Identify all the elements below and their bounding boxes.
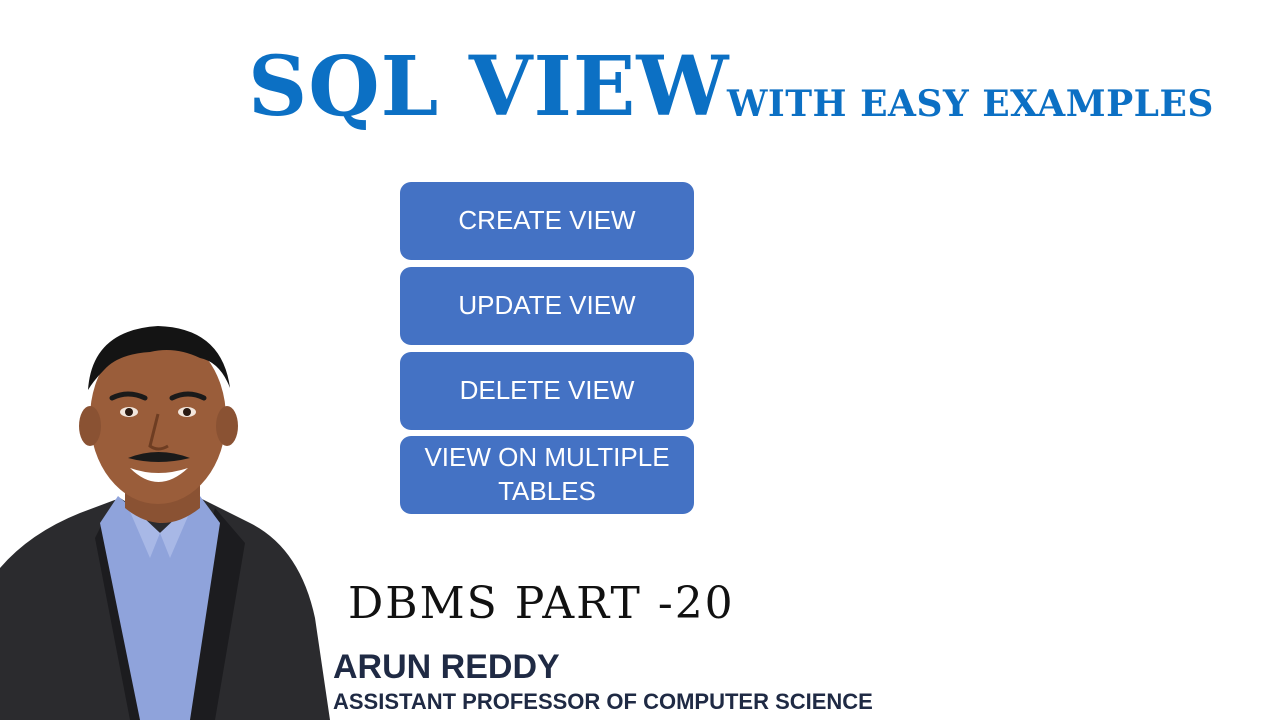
- topic-create-view: CREATE VIEW: [400, 182, 694, 260]
- topic-label: UPDATE VIEW: [458, 290, 636, 321]
- presenter-role: ASSISTANT PROFESSOR OF COMPUTER SCIENCE: [333, 689, 873, 714]
- presenter-name: ARUN REDDY: [333, 648, 560, 686]
- slide-title: SQL VIEW: [248, 39, 730, 135]
- topic-label: CREATE VIEW: [458, 205, 636, 236]
- topic-label: VIEW ON MULTIPLE TABLES: [424, 442, 670, 506]
- topic-update-view: UPDATE VIEW: [400, 267, 694, 345]
- topic-delete-view: DELETE VIEW: [400, 352, 694, 430]
- series-label: DBMS PART -20: [348, 578, 735, 629]
- slide-subtitle: WITH EASY EXAMPLES: [727, 83, 1214, 125]
- presenter-photo: [0, 326, 330, 720]
- topic-view-on-multiple-tables: VIEW ON MULTIPLE TABLES: [400, 436, 694, 514]
- topic-label: DELETE VIEW: [459, 375, 635, 406]
